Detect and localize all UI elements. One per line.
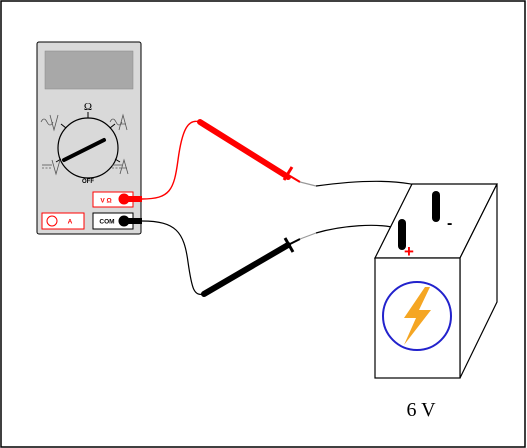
red-test-lead[interactable] (118, 119, 317, 205)
red-probe-neck (289, 175, 301, 183)
red-probe-tip (299, 181, 317, 187)
red-probe-guard (282, 166, 294, 181)
amp-jack-socket (46, 215, 58, 227)
amp-jack[interactable]: A (41, 212, 85, 230)
ohm-symbol: Ω (84, 101, 92, 113)
off-label: OFF (82, 179, 94, 185)
black-wire (141, 220, 205, 295)
red-plug (118, 193, 130, 205)
dial-ticks (55, 112, 121, 163)
positive-symbol: + (404, 242, 414, 261)
red-wire (141, 120, 201, 200)
battery-voltage-label: 6 V (406, 399, 436, 421)
multimeter: Ω OFF V Ω (36, 41, 142, 235)
black-probe-tip (299, 232, 317, 240)
black-probe-handle (201, 242, 291, 297)
lightning-bolt-icon (404, 287, 431, 345)
ac-amps-icon (109, 113, 128, 131)
black-test-lead[interactable] (118, 215, 317, 297)
negative-symbol: - (447, 215, 452, 232)
black-probe-neck (289, 238, 301, 245)
multimeter-display (44, 50, 134, 90)
volt-ohm-jack-label: V Ω (100, 198, 111, 205)
black-plug-body (128, 218, 142, 224)
red-plug-body (128, 196, 142, 202)
com-jack-label: COM (99, 219, 114, 226)
negative-terminal[interactable] (432, 191, 440, 222)
dc-amps-icon (112, 158, 129, 175)
black-plug (118, 215, 130, 227)
dc-volts-icon (42, 159, 61, 176)
positive-terminal[interactable] (398, 219, 406, 250)
battery: - + 6 V (374, 183, 498, 421)
black-probe-guard (283, 237, 295, 253)
amp-jack-label: A (68, 219, 73, 226)
red-probe-handle (197, 119, 291, 180)
ac-volts-icon (40, 114, 59, 132)
dial-pointer (62, 138, 106, 162)
